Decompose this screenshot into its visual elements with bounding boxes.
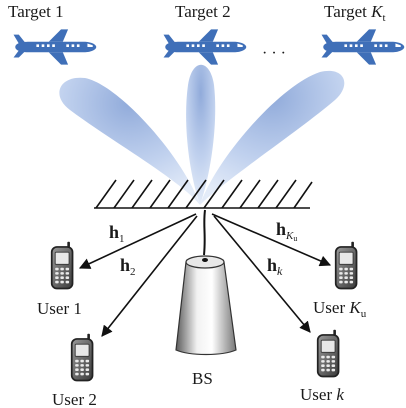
- channel-h1-label: h1: [109, 222, 125, 245]
- airplane-icon-target-k: [321, 29, 405, 65]
- airplane-icon-target-1: [13, 29, 97, 65]
- channel-hku-label: hKu: [276, 219, 297, 243]
- bs-label: BS: [192, 369, 213, 388]
- ellipsis: · · ·: [262, 45, 286, 62]
- beam-target-2: [186, 64, 216, 205]
- phone-icon-user-2: [70, 332, 94, 382]
- airplane-icon-target-2: [163, 29, 247, 65]
- channel-arrows: [78, 213, 332, 337]
- arrow-h2: [101, 215, 198, 337]
- channel-hk-label: hk: [267, 255, 283, 278]
- beam-target-k: [200, 70, 345, 205]
- user-ku-label: User Ku: [313, 298, 367, 320]
- user-1-label: User 1: [37, 299, 82, 318]
- antenna-array: [94, 179, 313, 209]
- arrow-hku: [211, 213, 332, 267]
- phone-icon-user-ku: [334, 240, 358, 290]
- arrow-h1: [78, 213, 197, 269]
- user-k-label: User k: [300, 385, 344, 404]
- target-k-label: Target Kt: [324, 2, 386, 24]
- phone-icon-user-k: [316, 328, 340, 378]
- arrow-hk: [213, 215, 311, 333]
- channel-h2-label: h2: [120, 255, 136, 278]
- base-station-tower: [175, 209, 237, 356]
- target-2-label: Target 2: [175, 2, 231, 21]
- user-2-label: User 2: [52, 390, 97, 408]
- beam-target-1: [59, 77, 200, 205]
- phone-icon-user-1: [50, 240, 74, 290]
- radar-beams: [59, 64, 345, 205]
- target-1-label: Target 1: [8, 2, 64, 21]
